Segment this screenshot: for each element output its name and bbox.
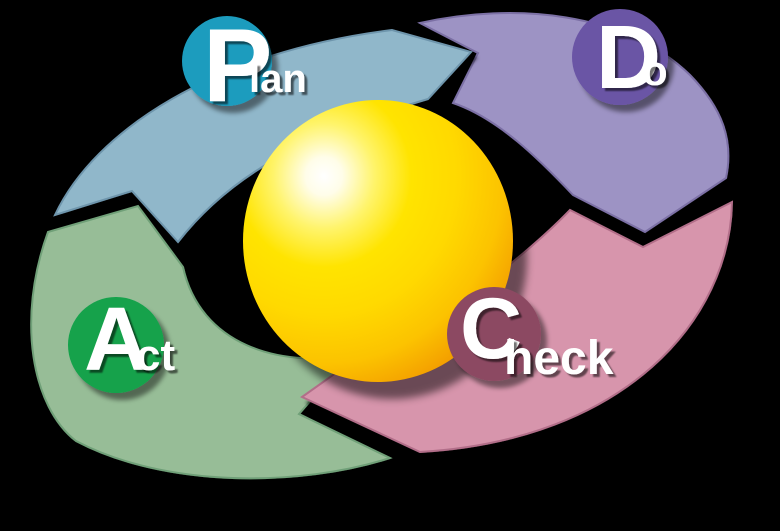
act-badge <box>68 297 164 393</box>
check-badge <box>447 287 541 381</box>
do-initial: D <box>596 8 661 108</box>
act-initial: A <box>84 290 149 390</box>
do-badge <box>572 9 668 105</box>
center-sphere <box>243 100 513 382</box>
plan-arrow <box>53 28 473 244</box>
plan-initial: P <box>203 8 272 124</box>
plan-badge <box>182 16 272 106</box>
check-initial: C <box>460 281 522 377</box>
plan-label-rest: lan <box>249 57 307 101</box>
act-arrow <box>30 204 393 480</box>
act-label-rest: ct <box>136 331 175 380</box>
do-label-rest: o <box>642 47 668 94</box>
check-label-rest: heck <box>504 332 614 385</box>
